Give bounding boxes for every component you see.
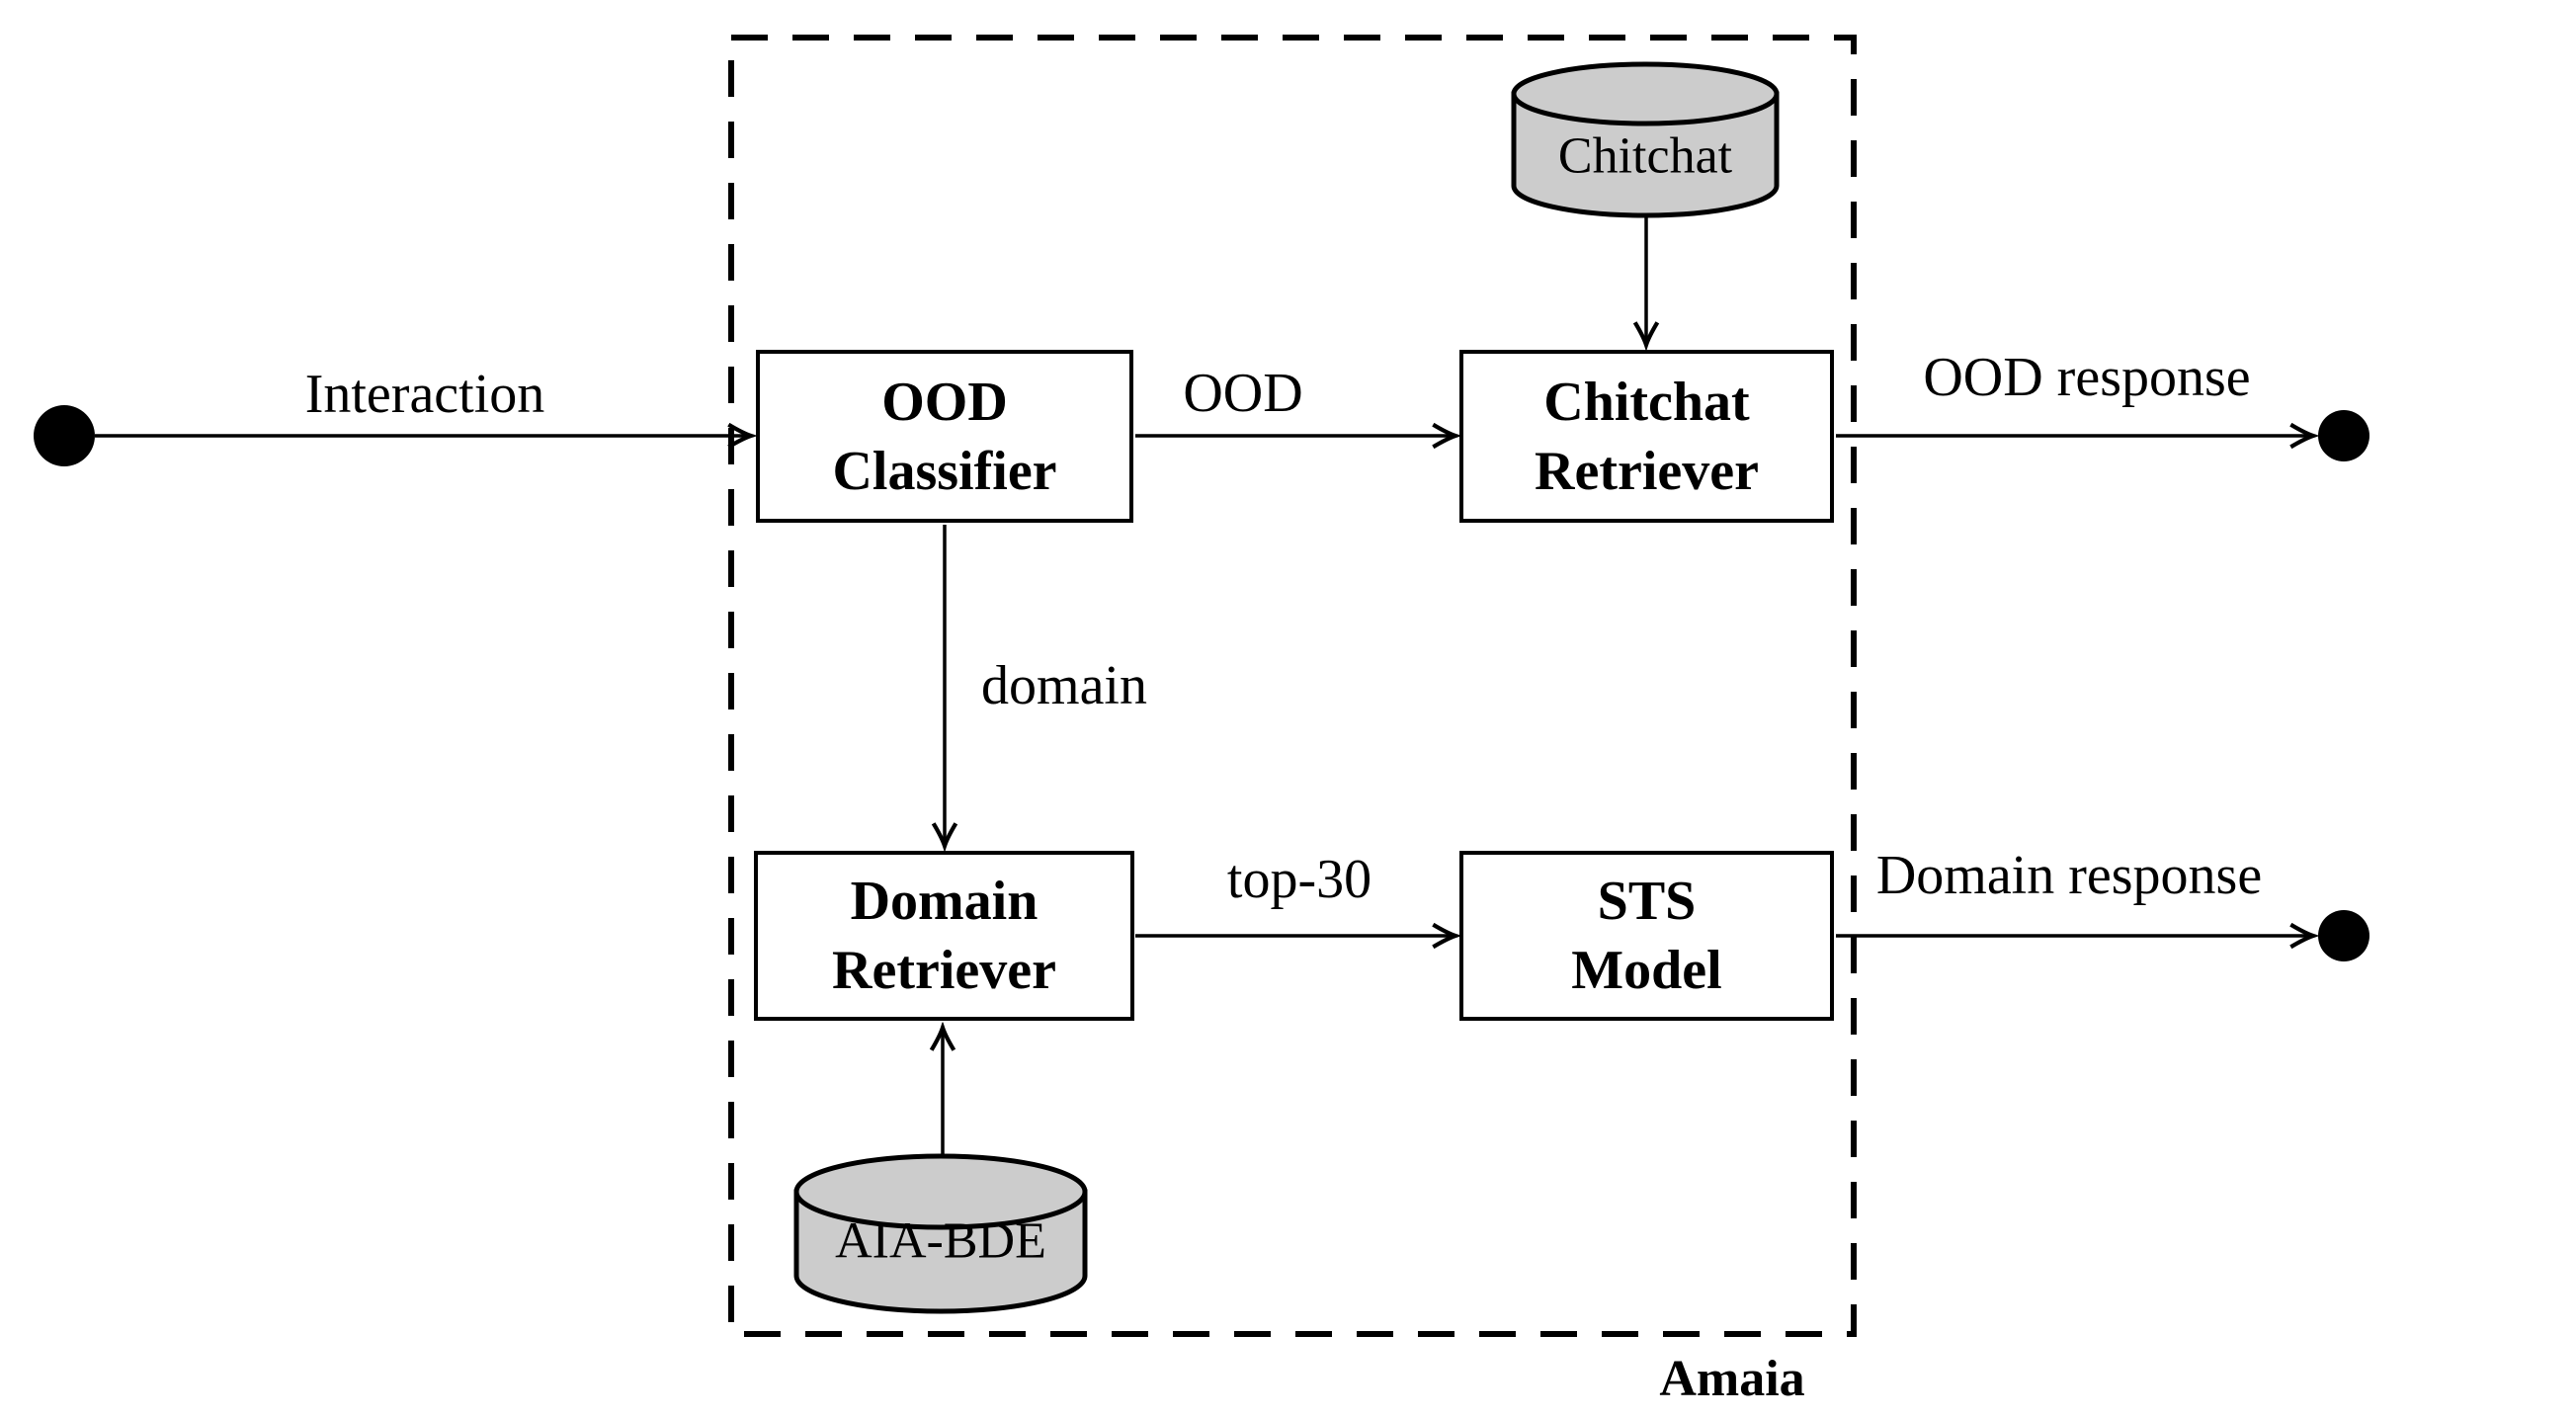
aia-bde-database-label: AIA-BDE — [835, 1212, 1046, 1270]
chitchat-retriever-label-line1: Chitchat — [1543, 371, 1750, 433]
chitchat-retriever-box: Chitchat Retriever — [1459, 350, 1834, 523]
edge-label-top-30: top-30 — [1226, 849, 1372, 910]
start-node — [34, 405, 95, 466]
aia-bde-database-top — [793, 1153, 1088, 1230]
domain-retriever-label-line1: Domain — [850, 871, 1039, 932]
chitchat-database-shape — [1511, 61, 1780, 218]
domain-retriever-label-line2: Retriever — [832, 940, 1056, 1001]
edge-label-domain: domain — [981, 655, 1147, 716]
sts-model-label-line2: Model — [1571, 940, 1722, 1001]
amaia-system-label: Amaia — [1659, 1351, 1805, 1407]
ood-classifier-label-line1: OOD — [881, 371, 1008, 433]
edge-label-ood: OOD — [1183, 363, 1303, 424]
end-node-ood — [2318, 410, 2369, 461]
end-node-domain — [2318, 910, 2369, 961]
ood-classifier-label-line2: Classifier — [832, 440, 1057, 502]
edge-label-ood-response: OOD response — [1923, 347, 2251, 408]
chitchat-database-top — [1511, 61, 1780, 126]
edge-label-domain-response: Domain response — [1875, 845, 2263, 906]
chitchat-database-label: Chitchat — [1557, 127, 1733, 185]
amaia-dashed-border — [728, 35, 1857, 1337]
chitchat-retriever-label-line2: Retriever — [1535, 440, 1759, 502]
ood-classifier-box: OOD Classifier — [756, 350, 1133, 523]
sts-model-box: STS Model — [1459, 851, 1834, 1021]
chitchat-database-body — [1511, 91, 1780, 218]
domain-retriever-box: Domain Retriever — [754, 851, 1134, 1021]
sts-model-label-line1: STS — [1597, 871, 1697, 932]
edge-label-interaction: Interaction — [304, 364, 545, 425]
aia-bde-database-shape — [793, 1153, 1088, 1314]
